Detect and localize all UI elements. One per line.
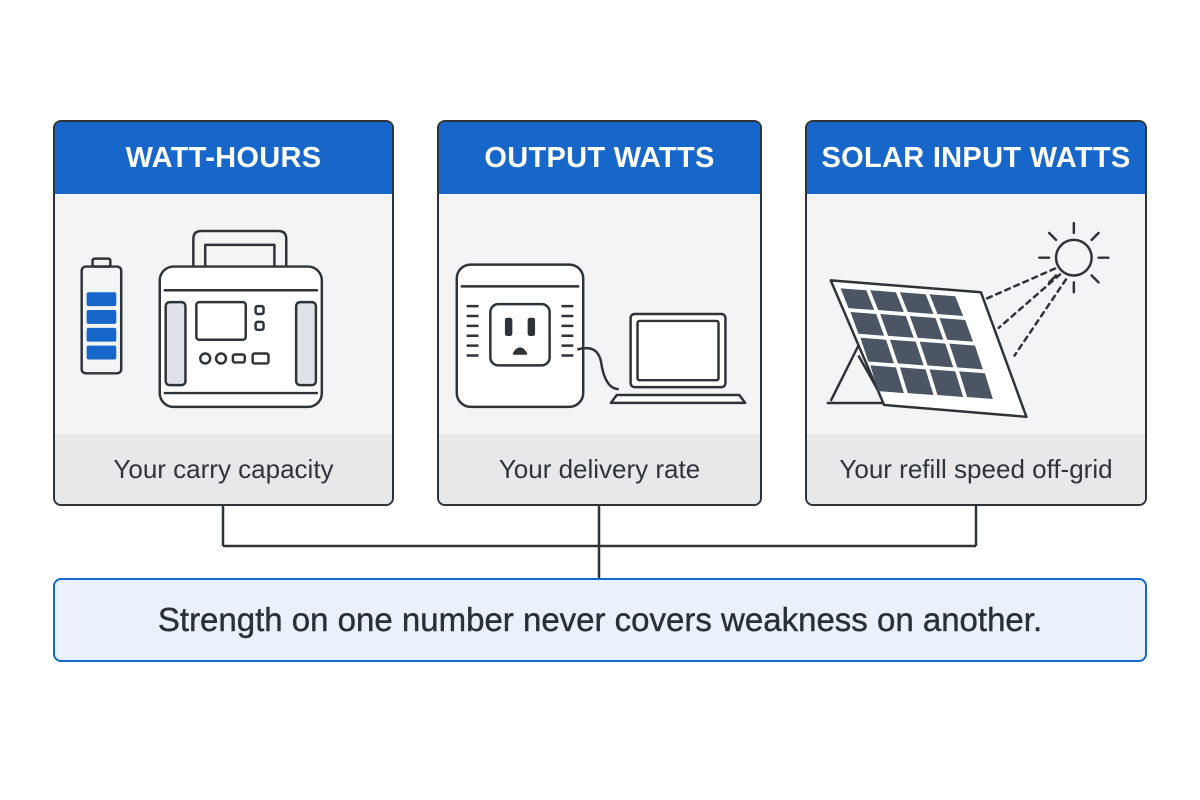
card-output-watts: OUTPUT WATTS Your delivery rate — [437, 120, 762, 506]
card-illustration — [439, 194, 760, 436]
card-caption: Your refill speed off-grid — [807, 434, 1145, 504]
card-caption: Your delivery rate — [439, 434, 760, 504]
card-title: OUTPUT WATTS — [439, 122, 760, 194]
battery-icon — [80, 257, 123, 375]
summary-banner: Strength on one number never covers weak… — [53, 578, 1147, 662]
card-illustration — [55, 194, 392, 436]
power-outlet-icon — [455, 263, 619, 409]
card-illustration — [807, 194, 1145, 436]
power-station-icon — [158, 229, 324, 409]
summary-text: Strength on one number never covers weak… — [157, 601, 1043, 638]
sun-icon — [981, 221, 1110, 357]
card-title: SOLAR INPUT WATTS — [807, 122, 1145, 194]
solar-panel-icon — [826, 279, 1028, 419]
card-caption: Your carry capacity — [55, 434, 392, 504]
laptop-icon — [609, 312, 747, 405]
card-title: WATT-HOURS — [55, 122, 392, 194]
card-solar-input-watts: SOLAR INPUT WATTS — [805, 120, 1147, 506]
card-watt-hours: WATT-HOURS — [53, 120, 394, 506]
